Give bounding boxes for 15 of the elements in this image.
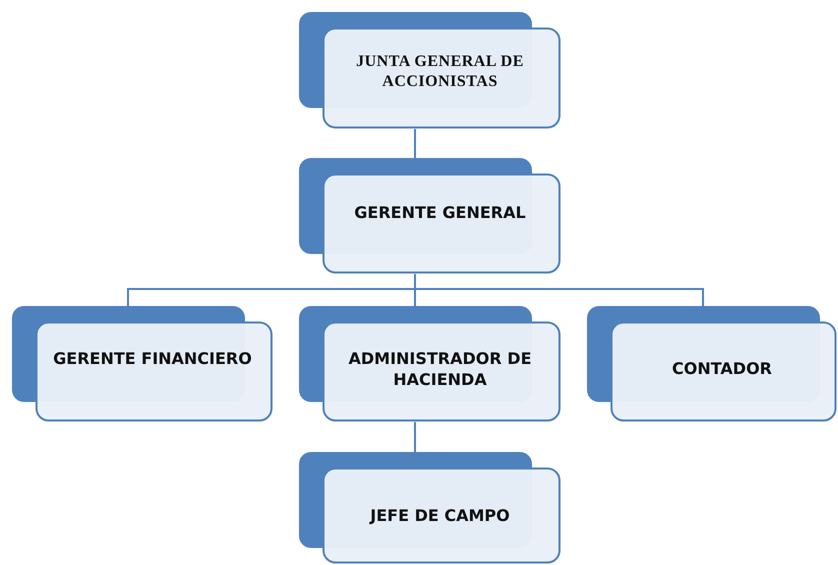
box-label: GERENTE GENERAL — [353, 202, 527, 223]
org-chart-box — [12, 306, 273, 422]
org-chart-box — [587, 306, 837, 422]
box-label: JUNTA GENERAL DE ACCIONISTAS — [355, 52, 525, 92]
org-chart-box — [299, 452, 561, 564]
connector-line — [414, 422, 416, 452]
box-label: ADMINISTRADOR DE HACIENDA — [347, 348, 532, 390]
org-chart-box — [299, 158, 561, 274]
box-label: CONTADOR — [671, 358, 773, 379]
connector-line — [414, 129, 416, 158]
connector-line — [414, 274, 704, 306]
org-chart-box — [299, 12, 561, 129]
org-chart-box — [299, 306, 561, 422]
box-label: JEFE DE CAMPO — [368, 505, 511, 526]
box-label: GERENTE FINANCIERO — [52, 348, 253, 369]
